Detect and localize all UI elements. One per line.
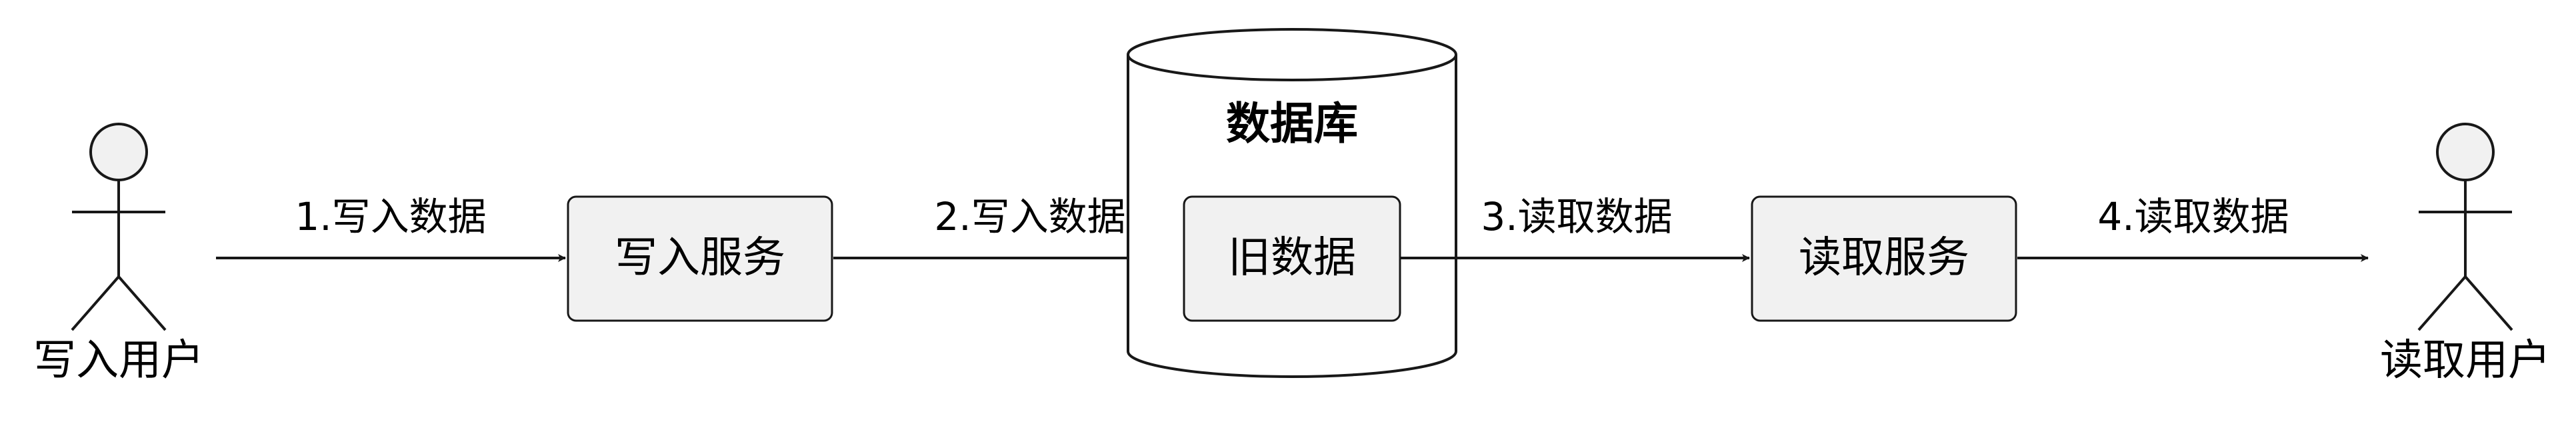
database-cylinder-top bbox=[1127, 28, 1457, 81]
writer-actor-label: 写入用户 bbox=[33, 336, 204, 385]
edge-4-label: 4.读取数据 bbox=[2097, 194, 2289, 239]
edge-3: 3.读取数据 bbox=[1400, 194, 1750, 262]
read-service-node: 读取服务 bbox=[1751, 195, 2017, 322]
edge-2: 2.写入数据 bbox=[833, 194, 1183, 262]
reader-actor-head bbox=[2436, 123, 2495, 181]
edge-1: 1.写入数据 bbox=[216, 194, 566, 262]
writer-actor: 写入用户 bbox=[33, 123, 204, 385]
database-node: 数据库 旧数据 bbox=[1127, 28, 1457, 378]
read-service-box bbox=[1751, 195, 2017, 322]
edge-4: 4.读取数据 bbox=[2017, 194, 2369, 262]
edge-2-label: 2.写入数据 bbox=[934, 194, 1125, 239]
reader-actor-label: 读取用户 bbox=[2380, 336, 2551, 385]
writer-actor-head bbox=[89, 123, 148, 181]
read-service-label: 读取服务 bbox=[1799, 233, 1969, 283]
write-service-label: 写入服务 bbox=[615, 233, 785, 283]
write-service-box bbox=[567, 195, 833, 322]
old-data-node: 旧数据 bbox=[1183, 195, 1401, 322]
edge-1-label: 1.写入数据 bbox=[295, 194, 486, 239]
reader-actor: 读取用户 bbox=[2380, 123, 2551, 385]
edge-3-label: 3.读取数据 bbox=[1481, 194, 1672, 239]
writer-actor-left-leg bbox=[71, 275, 120, 331]
write-service-node: 写入服务 bbox=[567, 195, 833, 322]
writer-actor-right-leg bbox=[117, 275, 167, 331]
reader-actor-left-leg bbox=[2417, 275, 2467, 331]
reader-actor-right-leg bbox=[2464, 275, 2513, 331]
database-title: 数据库 bbox=[1226, 98, 1358, 149]
old-data-label: 旧数据 bbox=[1228, 233, 1356, 283]
